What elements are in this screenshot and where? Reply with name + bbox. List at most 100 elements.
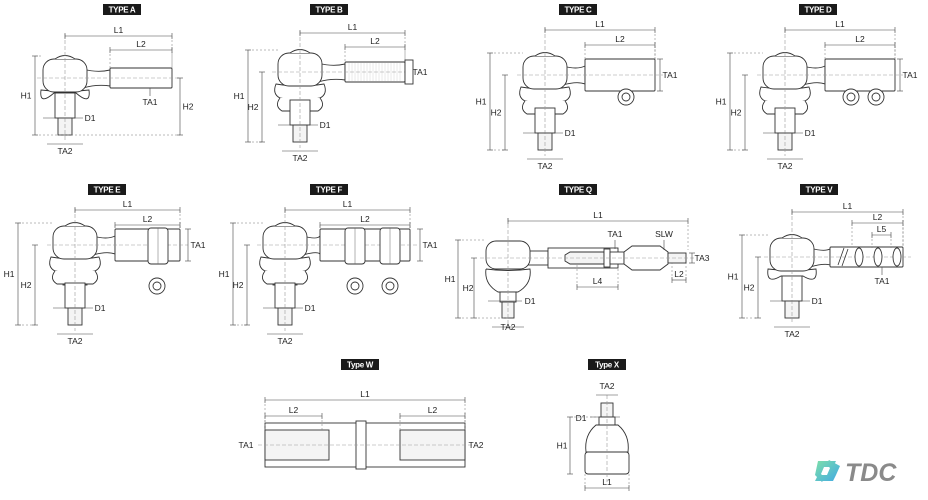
type-title-badge [559,184,597,195]
ta1-dimension-label: TA1 [663,70,678,80]
type-title: TYPE F [316,186,343,195]
l4-dimension-label: L4 [593,276,603,286]
h1-dimension-label: H1 [4,269,15,279]
type-title-badge [799,4,837,15]
clamp-bolt-hole [846,92,856,102]
type-title: Type W [347,361,374,370]
ta1-dimension-label: TA1 [903,70,918,80]
l2-dimension-label: L2 [615,34,625,44]
l2-dimension-label: L2 [674,269,684,279]
l1-dimension-label: L1 [123,199,133,209]
l2-left-dimension-label: L2 [289,405,299,415]
l2-dimension-label: L2 [873,212,883,222]
type-title-badge [310,184,348,195]
d1-label: D1 [525,296,536,306]
type-title: Type X [595,361,620,370]
ta2-label: TA2 [538,161,553,171]
tdc-logo: TDC [815,459,897,487]
ta2-label: TA2 [278,336,293,346]
ta2-label: TA2 [501,322,516,332]
ta1-dimension-label: TA1 [423,240,438,250]
ta1-label: TA1 [143,97,158,107]
h1-dimension-label: H1 [234,91,245,101]
end-stud [667,252,687,264]
d1-label: D1 [565,128,576,138]
type-title: TYPE B [315,6,343,15]
h2-dimension-label: H2 [233,280,244,290]
l1-dimension-label: L1 [114,25,124,35]
ta2-label: TA2 [600,381,615,391]
ta2-label: TA2 [58,146,73,156]
clamp-bolt-hole [621,92,631,102]
h1-dimension-label: H1 [21,91,32,101]
ta2-label: TA2 [778,161,793,171]
ta1-dimension-label: TA1 [191,240,206,250]
h1-dimension-label: H1 [445,274,456,284]
l2-dimension-label: L2 [370,36,380,46]
ta3-dimension-label: TA3 [695,253,710,263]
clamp-bolt-hole [152,281,162,291]
type-title-badge [559,4,597,15]
type-title: TYPE C [564,6,592,15]
d1-label: D1 [95,303,106,313]
d1-label: D1 [320,120,331,130]
ta1-label: TA1 [239,440,254,450]
h2-dimension-label: H2 [491,108,502,118]
type-title-badge [341,359,379,370]
stud-thread [777,132,793,151]
h2-dimension-label: H2 [731,108,742,118]
ta1-label: TA1 [608,229,623,239]
h1-dimension-label: H1 [716,97,727,107]
l1-dimension-label: L1 [843,201,853,211]
l1-dimension-label: L1 [602,477,612,487]
type-title: TYPE V [806,186,834,195]
type-title: TYPE Q [564,186,592,195]
l1-dimension-label: L1 [348,22,358,32]
stud-thread [537,132,553,151]
type-title-badge [310,4,348,15]
tdc-logo-icon [815,460,840,482]
slw-label: SLW [655,229,673,239]
l2-dimension-label: L2 [855,34,865,44]
l2-dimension-label: L2 [360,214,370,224]
l1-dimension-label: L1 [835,19,845,29]
h1-dimension-label: H1 [557,441,568,451]
d1-label: D1 [576,413,587,423]
end-nut [404,59,414,85]
adjustment-slot [892,247,902,267]
ball-housing [52,225,98,260]
d1-label: D1 [305,303,316,313]
shaft-break-mark [837,247,849,267]
l1-dimension-label: L1 [360,389,370,399]
l2-dimension-label: L2 [136,39,146,49]
clamp-bolt-hole [871,92,881,102]
d1-label: D1 [812,296,823,306]
ta1-label: TA1 [875,276,890,286]
ta2-label: TA2 [68,336,83,346]
h2-dimension-label: H2 [183,102,194,112]
type-title: TYPE E [94,186,122,195]
tdc-logo-text: TDC [845,459,897,487]
h2-dimension-label: H2 [21,280,32,290]
h1-dimension-label: H1 [219,269,230,279]
l1-dimension-label: L1 [595,19,605,29]
ta2-label: TA2 [469,440,484,450]
adjustment-slot [854,247,864,267]
h2-dimension-label: H2 [248,102,259,112]
d1-label: D1 [85,113,96,123]
type-title: TYPE A [109,6,136,15]
adjustment-slot [873,247,883,267]
l1-dimension-label: L1 [343,199,353,209]
type-title-badge [800,184,838,195]
type-title: TYPE D [804,6,832,15]
